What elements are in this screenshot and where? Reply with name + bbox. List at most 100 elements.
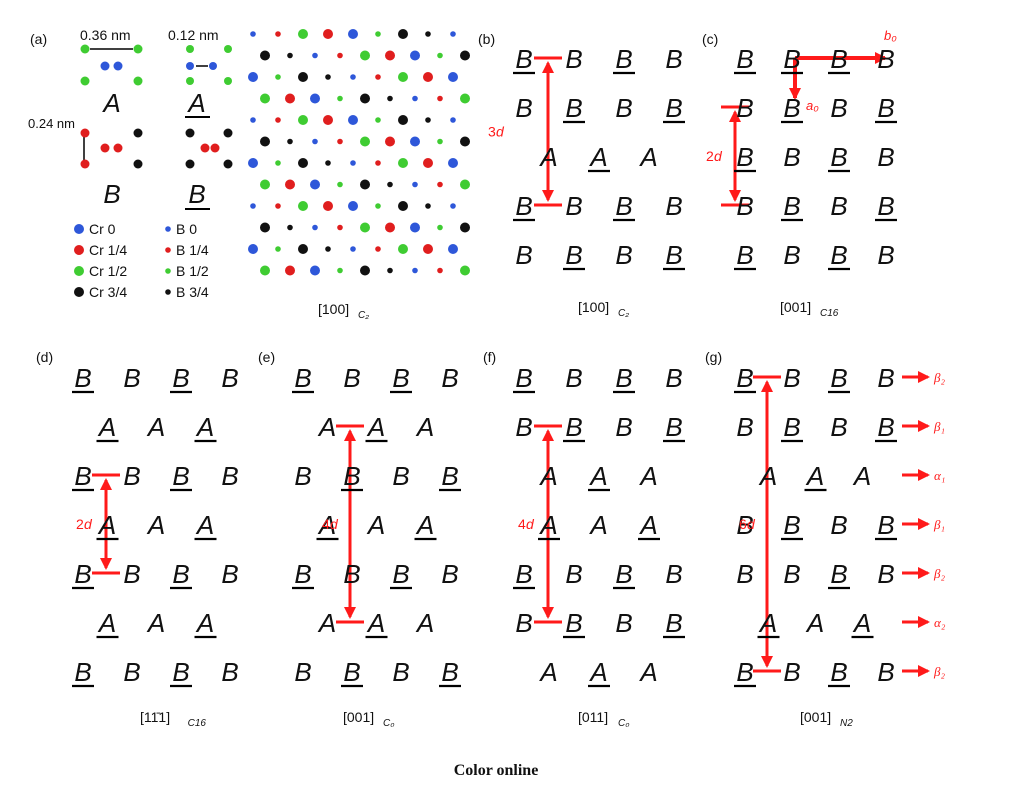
zone-axis-g: [001] bbox=[800, 709, 831, 725]
layer-letter-a: A bbox=[638, 461, 657, 491]
layer-letter-b: B bbox=[615, 44, 632, 74]
zone-axis-e: [001] bbox=[343, 709, 374, 725]
lattice-cr-atom bbox=[260, 93, 270, 104]
lattice-b-atom bbox=[287, 138, 293, 145]
lattice-b-atom bbox=[425, 31, 431, 37]
lattice-cr-atom bbox=[398, 29, 408, 39]
atom-cr-three-quarter bbox=[133, 159, 143, 169]
lattice-cr-atom bbox=[410, 136, 420, 147]
period-label-f: 4 bbox=[518, 516, 526, 532]
layer-letter-a: A bbox=[638, 657, 657, 687]
layer-letter-b: B bbox=[172, 657, 189, 687]
layer-letter-b: B bbox=[783, 240, 800, 270]
layer-letter-b: B bbox=[877, 510, 894, 540]
lattice-b-atom bbox=[337, 95, 343, 102]
atom-b-half bbox=[224, 45, 232, 53]
lattice-b-atom bbox=[412, 95, 418, 102]
legend-b-swatch bbox=[165, 289, 171, 295]
layer-letter-b: B bbox=[74, 363, 91, 393]
lattice-cr-atom bbox=[398, 72, 408, 82]
layer-letter-b: B bbox=[392, 363, 409, 393]
layer-letter-b: B bbox=[515, 363, 532, 393]
zone-axis-c: [001] bbox=[780, 299, 811, 315]
lattice-cr-atom bbox=[298, 29, 308, 39]
layer-letter-b: B bbox=[830, 363, 847, 393]
layer-a-label-left: A bbox=[101, 88, 120, 118]
lattice-cr-atom bbox=[323, 115, 333, 125]
lattice-b-atom bbox=[275, 246, 281, 252]
lattice-b-atom bbox=[412, 181, 418, 188]
panel-label-b: (b) bbox=[478, 31, 495, 47]
atom-cr-quarter bbox=[100, 143, 110, 153]
panel-label-a: (a) bbox=[30, 31, 47, 47]
layer-letter-b: B bbox=[123, 657, 140, 687]
lattice-cr-atom bbox=[298, 201, 308, 211]
layer-letter-b: B bbox=[736, 44, 753, 74]
layer-letter-b: B bbox=[783, 363, 800, 393]
layer-letter-a: A bbox=[317, 608, 336, 638]
layer-letter-b: B bbox=[665, 44, 682, 74]
layer-letter-b: B bbox=[565, 93, 582, 123]
legend-b-1: B 1/4 bbox=[176, 242, 209, 258]
layer-letter-a: A bbox=[588, 510, 607, 540]
zone-axis-b: [100] bbox=[578, 299, 609, 315]
atom-cr-half bbox=[133, 44, 143, 54]
layer-letter-b: B bbox=[615, 559, 632, 589]
layer-letter-b: B bbox=[221, 559, 238, 589]
layer-letter-b: B bbox=[736, 240, 753, 270]
atom-b-quarter bbox=[200, 143, 210, 153]
lattice-b-atom bbox=[287, 52, 293, 59]
lattice-b-atom bbox=[375, 31, 381, 37]
layer-letter-b: B bbox=[615, 240, 632, 270]
lattice-cr-atom bbox=[460, 136, 470, 147]
layer-letter-a: A bbox=[415, 510, 434, 540]
lattice-cr-atom bbox=[448, 244, 458, 254]
layer-letter-b: B bbox=[221, 657, 238, 687]
lattice-b-atom bbox=[337, 181, 343, 188]
layer-letter-b: B bbox=[441, 657, 458, 687]
legend-cr-2: Cr 1/2 bbox=[89, 263, 127, 279]
legend-cr-swatch bbox=[74, 266, 84, 276]
zone-axis-sub-g: N2 bbox=[840, 718, 853, 729]
layer-letter-a: A bbox=[758, 461, 777, 491]
layer-letter-b: B bbox=[830, 93, 847, 123]
legend-cr-swatch bbox=[74, 287, 84, 297]
atom-b-half bbox=[186, 45, 194, 53]
lattice-cr-atom bbox=[310, 93, 320, 104]
stack-label-4: β₂ bbox=[933, 566, 945, 581]
lattice-b-atom bbox=[375, 246, 381, 252]
period-label-e: 4 bbox=[322, 516, 330, 532]
layer-letter-a: A bbox=[538, 142, 557, 172]
lattice-cr-atom bbox=[448, 72, 458, 82]
lattice-cr-atom bbox=[410, 222, 420, 233]
lattice-cr-atom bbox=[460, 222, 470, 233]
legend-b-3: B 3/4 bbox=[176, 284, 209, 300]
layer-letter-a: A bbox=[415, 608, 434, 638]
layer-letter-a: A bbox=[805, 608, 824, 638]
lattice-b-atom bbox=[312, 52, 318, 59]
layer-letter-b: B bbox=[783, 559, 800, 589]
layer-letter-b: B bbox=[565, 559, 582, 589]
period-label-c: 2 bbox=[706, 148, 714, 164]
lattice-cr-atom bbox=[398, 115, 408, 125]
layer-letter-b: B bbox=[665, 363, 682, 393]
lattice-cr-atom bbox=[460, 179, 470, 190]
lattice-cr-atom bbox=[348, 29, 358, 39]
period-label-d-g: d bbox=[747, 516, 756, 532]
layer-letter-b: B bbox=[783, 93, 800, 123]
lattice-cr-atom bbox=[323, 201, 333, 211]
atom-b-half bbox=[186, 77, 194, 85]
layer-letter-a: A bbox=[366, 608, 385, 638]
lattice-b-atom bbox=[275, 117, 281, 123]
layer-letter-a: A bbox=[638, 142, 657, 172]
layer-letter-b: B bbox=[172, 461, 189, 491]
layer-letter-b: B bbox=[736, 412, 753, 442]
period-label-g: 6 bbox=[739, 516, 747, 532]
layer-letter-b: B bbox=[615, 608, 632, 638]
legend-cr-swatch bbox=[74, 245, 84, 255]
atom-cr-quarter bbox=[80, 128, 90, 138]
lattice-b-atom bbox=[337, 267, 343, 274]
layer-letter-a: A bbox=[97, 412, 116, 442]
lattice-b-atom bbox=[387, 267, 393, 274]
